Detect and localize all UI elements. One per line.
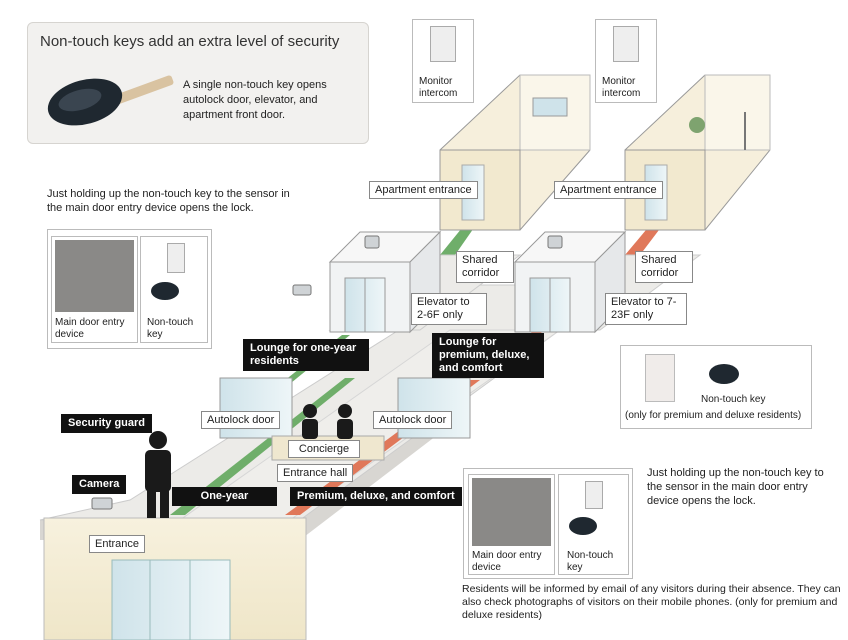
elevator-low-label: Elevator to 2-6F only: [411, 293, 487, 325]
right-sensor-caption: Just holding up the non-touch key to the…: [647, 467, 824, 507]
right-main-door-thumb: Main door entry device: [468, 474, 555, 575]
monitor-intercom-label: Monitor intercom: [602, 76, 641, 99]
main-door-label: Main door entry device: [472, 550, 542, 573]
autolock-door-left-label: Autolock door: [201, 411, 281, 429]
left-key-thumb: Non-touch key: [140, 236, 208, 343]
intro-title: Non-touch keys add an extra level of sec…: [40, 33, 340, 50]
apartment-entrance-left-label: Apartment entrance: [369, 181, 478, 199]
main-door-label: Main door entry device: [55, 317, 125, 340]
monitor-intercom-right: Monitor intercom: [595, 19, 657, 103]
autolock-door-right-label: Autolock door: [373, 411, 453, 429]
security-guard-label: Security guard: [61, 414, 153, 433]
shared-corridor-left-label: Shared corridor: [456, 251, 514, 283]
monitor-intercom-left: Monitor intercom: [412, 19, 474, 103]
non-touch-key-label: Non-touch key: [147, 317, 194, 340]
entrance-glass-doors: [111, 559, 231, 640]
shared-corridor-right-label: Shared corridor: [635, 251, 693, 283]
monitor-intercom-label: Monitor intercom: [419, 76, 458, 99]
right-key-thumb: Non-touch key: [558, 474, 629, 575]
left-main-door-thumb: Main door entry device: [51, 236, 138, 343]
apartment-entrance-right-label: Apartment entrance: [554, 181, 663, 199]
one-year-path-label: One-year: [172, 487, 277, 506]
elevator-high-label: Elevator to 7-23F only: [605, 293, 687, 325]
camera-icon: [91, 235, 563, 510]
left-sensor-caption: Just holding up the non-touch key to the…: [47, 188, 290, 214]
premium-key-panel: Non-touch key (only for premium and delu…: [620, 345, 812, 429]
intro-text: A single non-touch key opens autolock do…: [183, 79, 327, 121]
premium-key-note: (only for premium and deluxe residents): [625, 410, 802, 421]
autolock-door-left-frame: [219, 377, 293, 439]
non-touch-key-label: Non-touch key: [567, 550, 614, 573]
lounge-one-year-label: Lounge for one-year residents: [243, 339, 369, 371]
staff-silhouettes: [302, 404, 353, 439]
security-guard-silhouette: [145, 431, 171, 518]
entrance-hall-label: Entrance hall: [277, 464, 354, 482]
non-touch-key-icon: [47, 75, 174, 126]
lounge-premium-label: Lounge for premium, deluxe, and comfort: [432, 333, 544, 378]
premium-key-label: Non-touch key: [701, 394, 766, 405]
concierge-label: Concierge: [288, 440, 360, 458]
email-note: Residents will be informed by email of a…: [462, 583, 841, 621]
camera-label: Camera: [72, 475, 127, 494]
entrance-label: Entrance: [89, 535, 146, 553]
premium-path-label: Premium, deluxe, and comfort: [290, 487, 462, 506]
autolock-door-right-frame: [397, 377, 471, 439]
